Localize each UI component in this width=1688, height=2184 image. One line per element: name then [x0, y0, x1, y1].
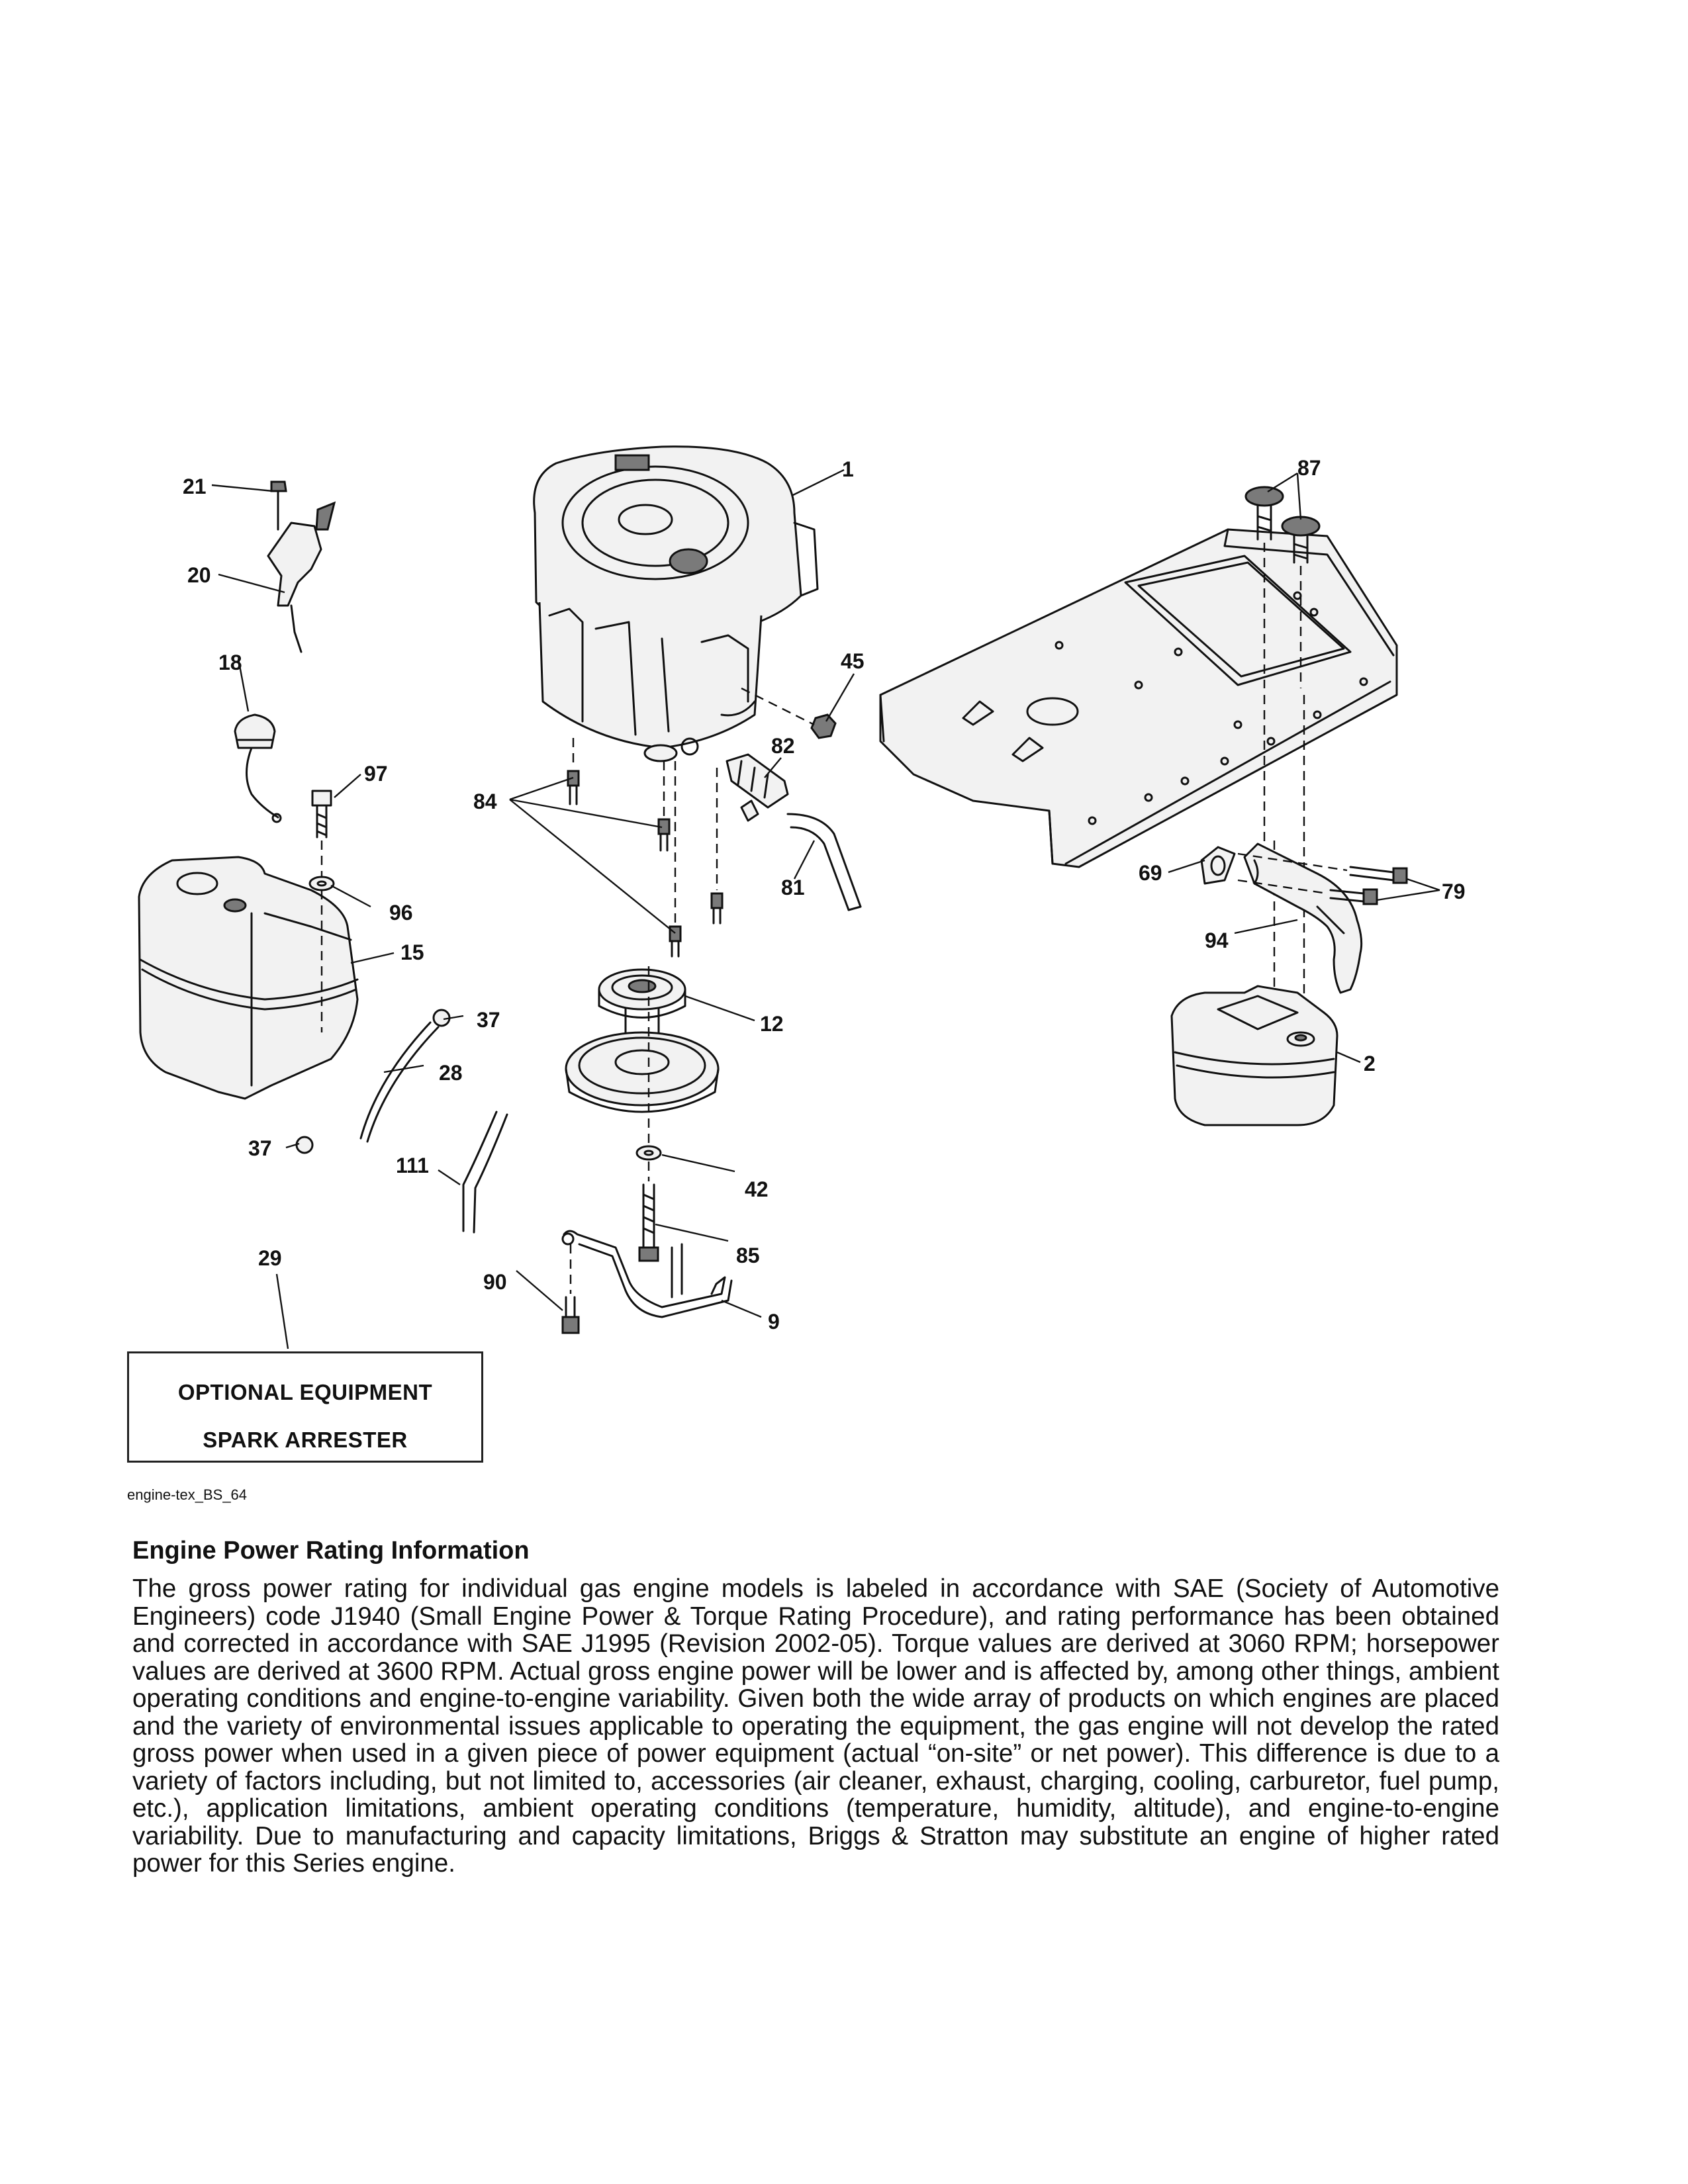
spark-arrester-label: SPARK ARRESTER [203, 1428, 408, 1452]
engine-part [533, 445, 819, 762]
callout-111: 111 [396, 1154, 429, 1177]
washer-96-part [308, 876, 335, 891]
callout-42: 42 [745, 1177, 769, 1201]
nut-45-part [810, 713, 837, 739]
callout-94: 94 [1205, 929, 1229, 952]
section-body: The gross power rating for individual ga… [132, 1574, 1499, 1878]
muffler-part [1170, 985, 1338, 1126]
leader-lines [211, 469, 1440, 1349]
fuel-cap-part [234, 713, 282, 823]
bolt-85-part [638, 1183, 659, 1262]
callout-69: 69 [1139, 861, 1162, 885]
throttle-control-part [267, 480, 336, 653]
callout-45: 45 [841, 649, 865, 673]
bolt-90-part [561, 1296, 580, 1334]
optional-equipment-label: OPTIONAL EQUIPMENT [177, 1380, 433, 1404]
callout-90: 90 [483, 1270, 507, 1294]
hose-111-part [462, 1111, 508, 1234]
pulley-part [565, 968, 720, 1113]
callout-37-bottom: 37 [248, 1136, 272, 1160]
callout-1: 1 [842, 457, 854, 481]
exploded-parts-diagram: 21 20 18 97 96 15 37 28 37 111 29 84 1 4… [138, 445, 1466, 1349]
bolt-97-part [311, 790, 332, 839]
washer-42-part [635, 1145, 662, 1161]
figure-id-label: engine-tex_BS_64 [127, 1486, 248, 1503]
callout-81: 81 [781, 876, 805, 899]
callout-15: 15 [400, 940, 424, 964]
fuel-line-part [295, 1009, 451, 1154]
callout-28: 28 [439, 1061, 463, 1085]
callout-84: 84 [473, 790, 497, 813]
callout-37-top: 37 [477, 1008, 500, 1032]
callout-82: 82 [771, 734, 795, 758]
callout-87: 87 [1297, 456, 1321, 480]
gasket-69-part [1200, 846, 1236, 885]
callout-12: 12 [760, 1012, 784, 1036]
callout-96: 96 [389, 901, 413, 925]
callout-2: 2 [1364, 1052, 1376, 1075]
screws-79-part [1329, 866, 1408, 905]
exhaust-pipe-part [1243, 842, 1363, 994]
callout-79: 79 [1442, 880, 1466, 903]
callout-85: 85 [736, 1244, 760, 1267]
engine-bolts-part [567, 770, 724, 958]
bracket-part [561, 1230, 733, 1318]
callout-21: 21 [183, 475, 207, 498]
optional-equipment-box: OPTIONAL EQUIPMENT SPARK ARRESTER [127, 1351, 483, 1463]
section-title: Engine Power Rating Information [132, 1537, 530, 1565]
callout-18: 18 [218, 651, 242, 674]
fuel-tank-part [138, 856, 359, 1100]
callout-97: 97 [364, 762, 388, 786]
callout-20: 20 [187, 563, 211, 587]
chassis-frame-part [879, 528, 1398, 868]
callout-9: 9 [768, 1310, 780, 1334]
hose-81-part [786, 813, 862, 911]
knob-87-part [1244, 486, 1321, 564]
fitting-82-part [726, 753, 789, 822]
callout-29: 29 [258, 1246, 282, 1270]
